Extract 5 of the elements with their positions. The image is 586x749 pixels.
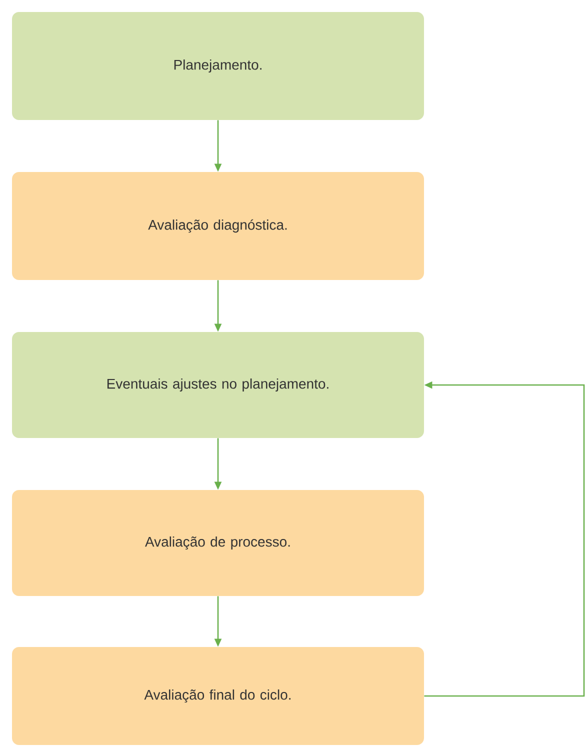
process-box: Planejamento. <box>12 12 424 120</box>
process-box: Avaliação diagnóstica. <box>12 172 424 280</box>
process-box: Avaliação final do ciclo. <box>12 647 424 745</box>
process-box: Eventuais ajustes no planejamento. <box>12 332 424 438</box>
process-box: Avaliação de processo. <box>12 490 424 596</box>
